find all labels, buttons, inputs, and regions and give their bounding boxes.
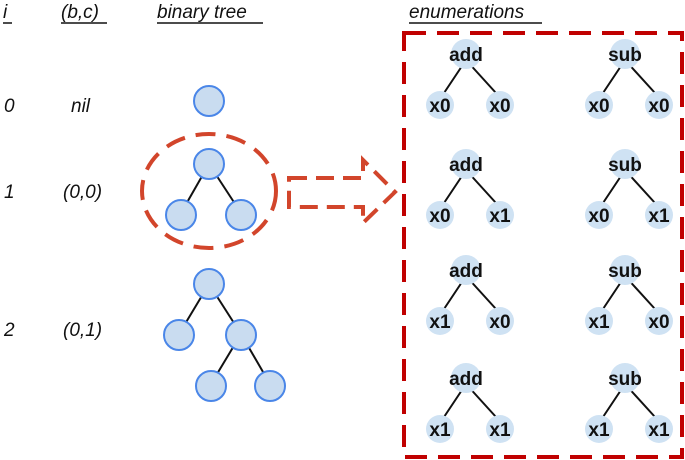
leaf-node [486, 91, 514, 119]
op-node [610, 255, 640, 285]
binary-tree-1 [165, 148, 257, 231]
enum-tree: add x0 x1 [426, 149, 514, 229]
row-0-i: 0 [4, 96, 15, 117]
op-node [451, 363, 481, 393]
row-1-i: 1 [4, 182, 15, 203]
tree-node [254, 370, 286, 402]
leaf-node [645, 91, 673, 119]
binary-tree-0 [193, 85, 225, 117]
dashed-arrow [287, 155, 398, 228]
leaf-node [426, 201, 454, 229]
leaf-label-right: x1 [489, 420, 511, 441]
op-node [610, 363, 640, 393]
leaf-node [426, 307, 454, 335]
header-enumerations: enumerations [409, 2, 525, 23]
row-labels: 0 nil 1 (0,0) 2 (0,1) [3, 96, 102, 341]
leaf-label-left: x0 [588, 96, 609, 117]
enum-tree: sub x1 x0 [585, 255, 673, 335]
op-label: sub [608, 45, 642, 66]
leaf-label-left: x1 [429, 420, 451, 441]
row-0-bc: nil [71, 96, 91, 117]
enum-tree: sub x1 x1 [585, 363, 673, 443]
leaf-node [585, 307, 613, 335]
leaf-label-left: x0 [588, 206, 609, 227]
op-label: sub [608, 369, 642, 390]
leaf-node [645, 201, 673, 229]
leaf-label-right: x0 [489, 96, 510, 117]
enumerations-box [402, 31, 684, 459]
tree-node [193, 148, 225, 180]
leaf-node [585, 91, 613, 119]
leaf-node [426, 415, 454, 443]
leaf-node [585, 415, 613, 443]
leaf-label-left: x1 [588, 420, 610, 441]
header-binary-tree: binary tree [157, 2, 247, 23]
column-headers: i (b,c) binary tree enumerations [3, 2, 542, 24]
leaf-label-left: x1 [588, 312, 610, 333]
leaf-label-right: x1 [648, 420, 670, 441]
binary-tree-2 [163, 268, 286, 402]
op-node [451, 39, 481, 69]
leaf-node [585, 201, 613, 229]
tree-node [225, 199, 257, 231]
header-i: i [3, 2, 8, 23]
enumeration-trees: add x0 x0 sub x0 x0 add x0 x1 sub x0 x1 add x1 x0 sub x1… [426, 39, 673, 443]
leaf-node [486, 415, 514, 443]
op-label: add [449, 155, 483, 176]
leaf-node [486, 201, 514, 229]
enum-tree: add x1 x1 [426, 363, 514, 443]
leaf-node [486, 307, 514, 335]
row-2-bc: (0,1) [63, 320, 102, 341]
tree-node [165, 199, 197, 231]
op-label: sub [608, 261, 642, 282]
enum-tree: add x1 x0 [426, 255, 514, 335]
tree-node [193, 85, 225, 117]
leaf-label-right: x0 [648, 96, 669, 117]
op-node [451, 255, 481, 285]
highlight-ellipse [140, 132, 278, 250]
enum-tree: sub x0 x1 [585, 149, 673, 229]
header-bc: (b,c) [61, 2, 99, 23]
tree-node [195, 370, 227, 402]
op-node [610, 39, 640, 69]
op-node [610, 149, 640, 179]
op-node [451, 149, 481, 179]
leaf-node [426, 91, 454, 119]
row-1-bc: (0,0) [63, 182, 102, 203]
tree-node [225, 319, 257, 351]
leaf-node [645, 415, 673, 443]
op-label: sub [608, 155, 642, 176]
tree-node [193, 268, 225, 300]
op-label: add [449, 45, 483, 66]
row-2-i: 2 [3, 320, 15, 341]
leaf-label-left: x0 [429, 206, 450, 227]
leaf-label-left: x1 [429, 312, 451, 333]
tree-node [163, 319, 195, 351]
leaf-node [645, 307, 673, 335]
leaf-label-left: x0 [429, 96, 450, 117]
leaf-label-right: x0 [489, 312, 510, 333]
enum-tree: sub x0 x0 [585, 39, 673, 119]
leaf-label-right: x0 [648, 312, 669, 333]
op-label: add [449, 369, 483, 390]
enum-tree: add x0 x0 [426, 39, 514, 119]
op-label: add [449, 261, 483, 282]
leaf-label-right: x1 [489, 206, 511, 227]
leaf-label-right: x1 [648, 206, 670, 227]
